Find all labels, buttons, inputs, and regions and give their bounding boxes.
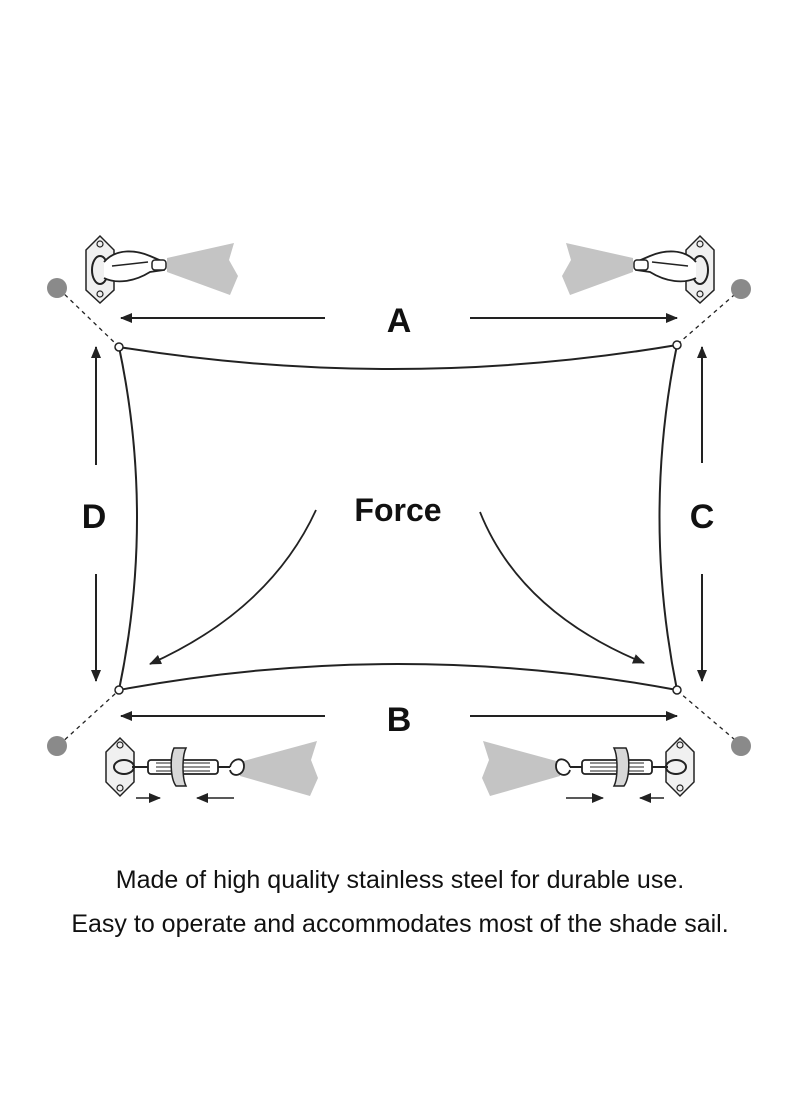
force-arrows xyxy=(149,509,645,665)
caption-line-2: Easy to operate and accommodates most of… xyxy=(71,910,729,938)
anchor-points xyxy=(47,278,751,756)
corner-ring-bottom-left xyxy=(114,685,124,695)
anchor-dot-bottom-right xyxy=(731,736,751,756)
dimension-arrows xyxy=(91,313,707,721)
pad-eye-snap-hook-icon xyxy=(562,234,715,305)
label-a: A xyxy=(387,302,412,340)
force-arrow-right xyxy=(479,511,645,664)
label-b: B xyxy=(387,701,412,739)
anchor-dot-top-right xyxy=(731,279,751,299)
pad-eye-turnbuckle-icon xyxy=(105,736,318,803)
caption-line-1: Made of high quality stainless steel for… xyxy=(115,866,685,894)
pad-eye-turnbuckle-icon xyxy=(482,736,695,803)
anchor-dot-bottom-left xyxy=(47,736,67,756)
corner-ring-bottom-right xyxy=(672,685,682,695)
anchor-dot-top-left xyxy=(47,278,67,298)
corner-ring-top-left xyxy=(114,342,124,352)
pad-eye-snap-hook-icon xyxy=(85,234,238,305)
label-c: C xyxy=(690,498,715,536)
corner-ring-top-right xyxy=(672,340,682,350)
corner-rings xyxy=(114,340,682,695)
label-d: D xyxy=(82,498,107,536)
label-force: Force xyxy=(354,492,441,528)
tension-lines xyxy=(58,288,742,746)
force-arrow-left xyxy=(149,509,317,665)
